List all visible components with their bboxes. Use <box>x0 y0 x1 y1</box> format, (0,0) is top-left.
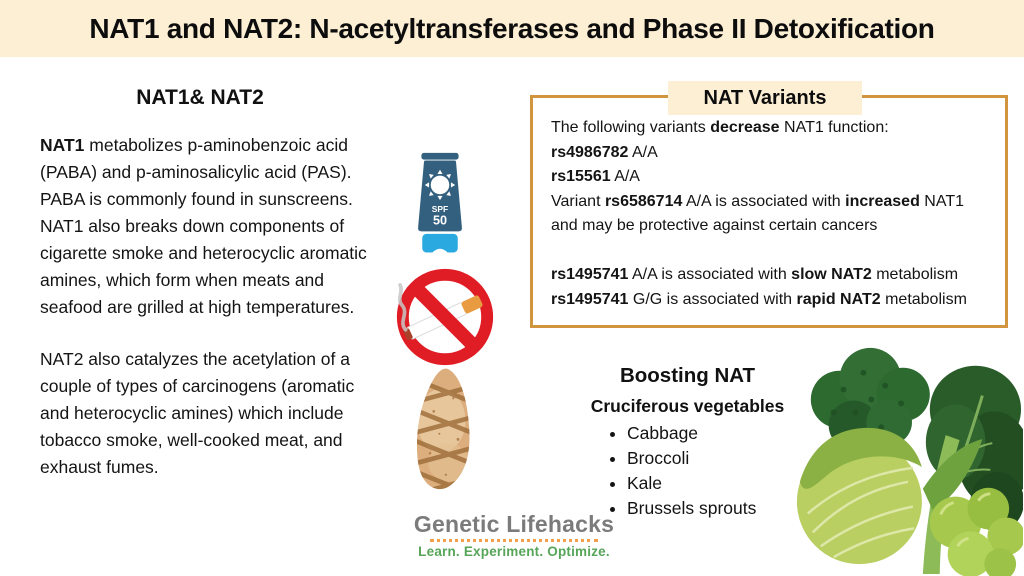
nat1-bold-lead: NAT1 <box>40 135 85 155</box>
variant-line-rs1495741-slow: rs1495741 A/A is associated with slow NA… <box>551 266 959 283</box>
spf-value: 50 <box>433 214 447 228</box>
left-heading: NAT1& NAT2 <box>136 86 264 109</box>
logo-wordmark: Genetic Lifehacks <box>413 511 615 537</box>
nat-description-section: NAT1& NAT2 NAT1 metabolizes p-aminobenzo… <box>40 86 385 481</box>
no-smoking-icon <box>390 262 500 372</box>
brussels-sprouts-graphic <box>929 487 1023 576</box>
smoke-wisp <box>397 283 408 332</box>
logo-tagline: Learn. Experiment. Optimize. <box>418 544 610 559</box>
cabbage-graphic <box>796 427 922 565</box>
sunscreen-spf50-icon: SPF 50 <box>402 142 478 260</box>
variants-box-header: NAT Variants <box>668 81 862 115</box>
variant-line-rs15561: rs15561 A/A <box>551 168 640 185</box>
boosting-nat-section: Boosting NAT Cruciferous vegetables Cabb… <box>555 364 820 521</box>
spf-label: SPF <box>432 204 448 214</box>
list-item-brussels-sprouts: Brussels sprouts <box>627 496 820 521</box>
list-item-kale: Kale <box>627 471 820 496</box>
brand-logo: Genetic Lifehacks Learn. Experiment. Opt… <box>408 511 620 559</box>
no-smoking-svg <box>396 268 494 366</box>
boosting-heading: Boosting NAT <box>619 364 756 387</box>
variant-line-rs6586714: Variant rs6586714 A/A is associated with… <box>551 192 964 235</box>
nat1-paragraph: NAT1 metabolizes p-aminobenzoic acid (PA… <box>40 132 385 321</box>
sunscreen-svg: SPF 50 <box>418 152 462 253</box>
variant-line-rs1495741-rapid: rs1495741 G/G is associated with rapid N… <box>551 290 967 308</box>
vegetables-svg <box>796 347 1023 576</box>
variant-line-rs4986782: rs4986782 A/A <box>551 143 658 161</box>
grilled-meat-icon <box>402 362 486 498</box>
list-item-broccoli: Broccoli <box>627 446 820 471</box>
title-banner: NAT1 and NAT2: N-acetyltransferases and … <box>0 0 1024 57</box>
vegetable-list: Cabbage Broccoli Kale Brussels sprouts <box>555 421 820 521</box>
list-item-cabbage: Cabbage <box>627 421 820 446</box>
variants-intro-line: The following variants decrease NAT1 fun… <box>551 119 889 136</box>
grilled-meat-svg <box>416 368 470 490</box>
page-title: NAT1 and NAT2: N-acetyltransferases and … <box>89 12 935 44</box>
nat2-paragraph: NAT2 also catalyzes the acetylation of a… <box>40 349 355 477</box>
nat-variants-box: The following variants decrease NAT1 fun… <box>530 95 1008 328</box>
nat1-text: metabolizes p-aminobenzoic acid (PABA) a… <box>40 135 367 317</box>
boosting-subheading: Cruciferous vegetables <box>590 396 785 416</box>
cruciferous-vegetables-image <box>793 338 1023 576</box>
logo-dotted-divider <box>430 539 598 542</box>
sun-icon <box>424 169 456 201</box>
